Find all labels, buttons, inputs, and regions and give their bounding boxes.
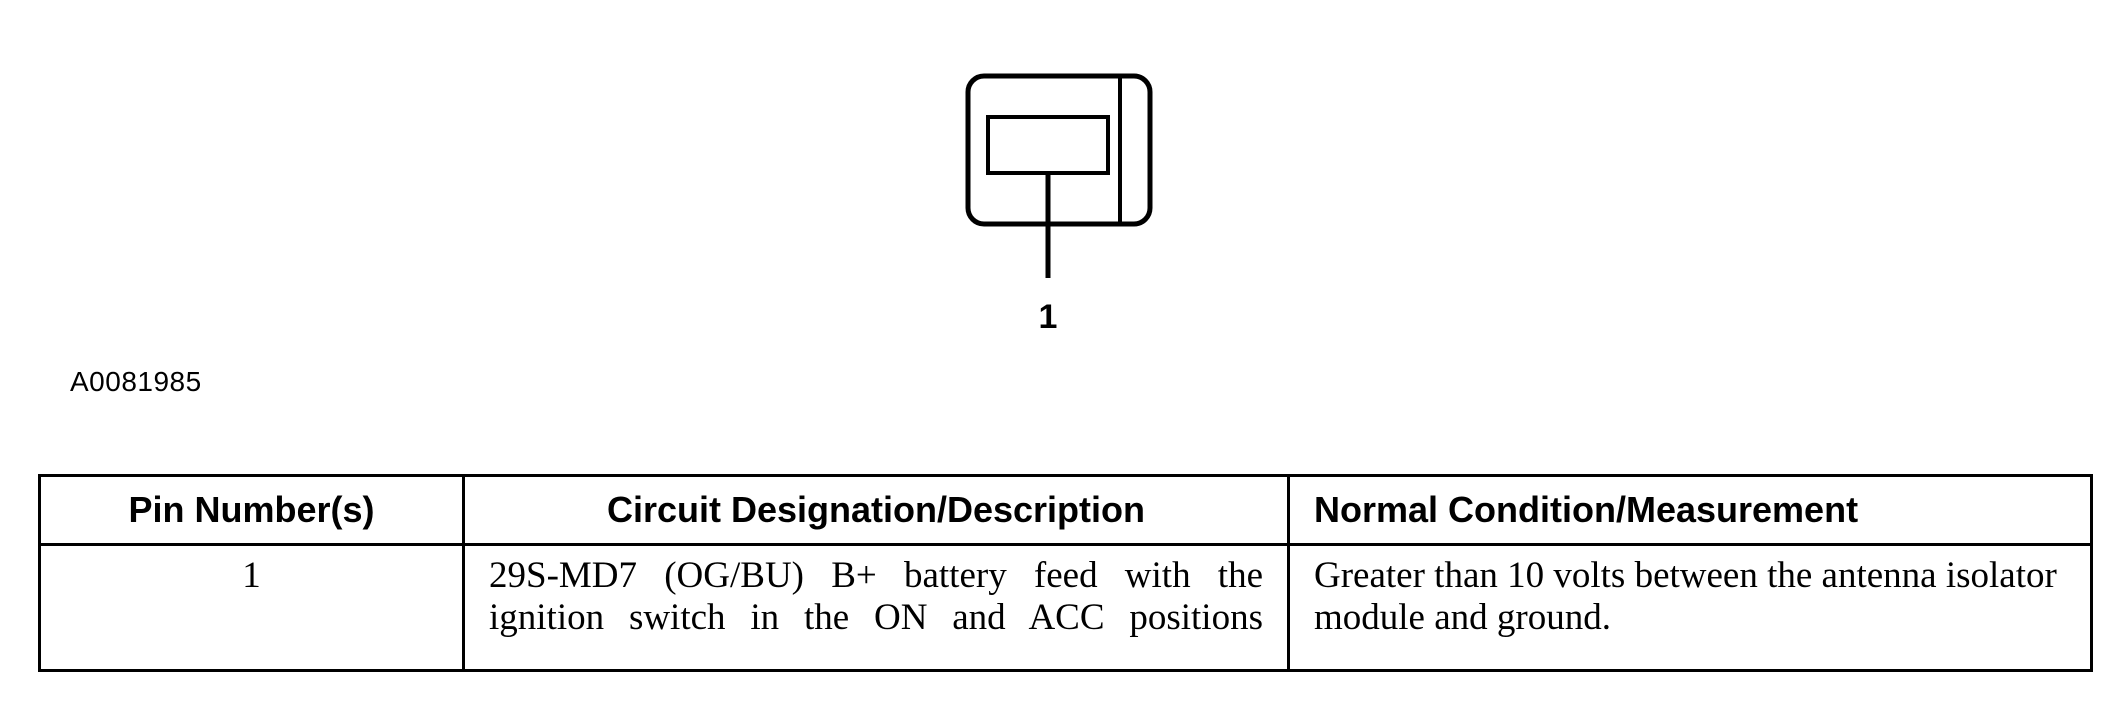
cell-circuit-description: 29S-MD7 (OG/BU) B+ battery feed with the… xyxy=(462,543,1290,672)
header-normal-condition: Normal Condition/Measurement xyxy=(1287,474,2093,546)
header-circuit-designation: Circuit Designation/Description xyxy=(462,474,1290,546)
cell-measurement: Greater than 10 volts between the antenn… xyxy=(1287,543,2093,672)
figure-id-label: A0081985 xyxy=(70,366,202,397)
pin-callout-label: 1 xyxy=(1039,298,1058,336)
header-pin-number: Pin Number(s) xyxy=(38,474,465,546)
table-header-row: Pin Number(s) Circuit Designation/Descri… xyxy=(38,474,2093,546)
table-row: 1 29S-MD7 (OG/BU) B+ battery feed with t… xyxy=(38,543,2093,672)
connector-housing xyxy=(965,73,1153,227)
cell-pin-number: 1 xyxy=(38,543,465,672)
connector-diagram: 1 xyxy=(965,73,1153,336)
pin-terminal-1 xyxy=(986,115,1110,175)
pin-function-table: Pin Number(s) Circuit Designation/Descri… xyxy=(38,474,2093,672)
